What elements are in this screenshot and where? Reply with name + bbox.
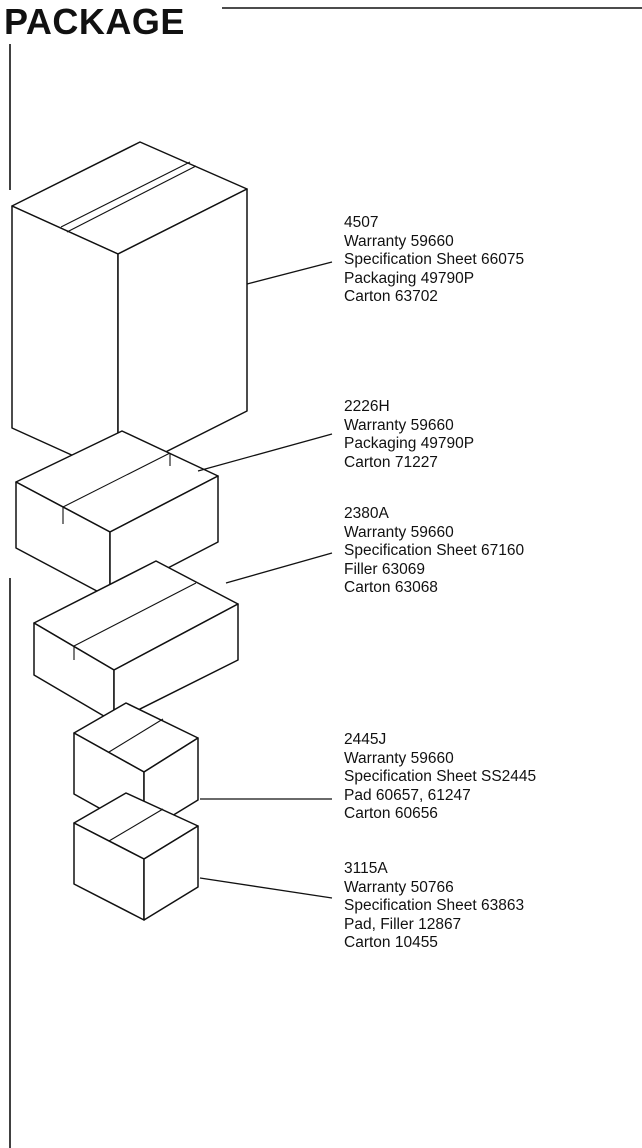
carton-2380a-tape [73,582,197,647]
callout-line: Specification Sheet 67160 [344,542,525,560]
carton-2380a-side [113,603,239,723]
callout-2226h: 2226H Warranty 59660 Packaging 49790P Ca… [344,398,474,472]
callout-line: Specification Sheet SS2445 [344,768,537,786]
carton-4507-front [11,205,119,477]
callout-line: Packaging 49790P [344,435,475,453]
leader-4507 [246,261,333,285]
callout-line: Carton 60656 [344,805,438,823]
carton-2226h [15,430,219,599]
callout-line: Packaging 49790P [344,269,475,287]
callout-line: Warranty 50766 [344,878,454,896]
leader-2380a [225,552,333,584]
carton-4507 [11,141,248,477]
page-title: PACKAGE [4,1,185,42]
carton-2380a [33,560,239,723]
leader-3115a [199,877,333,899]
carton-4507-tape-edge [60,161,191,228]
callout-line: Specification Sheet 63863 [344,897,525,915]
callout-line: Carton 63068 [344,579,438,597]
callout-line: Warranty 59660 [344,416,454,434]
carton-3115a-tape [108,808,164,842]
carton-2226h-tape [62,452,171,508]
callout-line: Warranty 59660 [344,523,454,541]
callout-model: 3115A [344,860,388,877]
callout-model: 4507 [344,214,379,231]
callout-2380a: 2380A Warranty 59660 Specification Sheet… [344,505,524,598]
callout-line: Warranty 59660 [344,749,454,767]
callout-line: Carton 10455 [344,934,438,952]
callout-2445j: 2445J Warranty 59660 Specification Sheet… [344,731,536,824]
callout-line: Filler 63069 [344,560,425,578]
carton-3115a [73,792,199,921]
callout-line: Pad, Filler 12867 [344,915,462,933]
callout-3115a: 3115A Warranty 50766 Specification Sheet… [344,860,524,953]
carton-3115a-side [143,825,199,921]
leader-2226h [197,433,333,472]
carton-4507-tape [66,165,197,233]
callout-line: Pad 60657, 61247 [344,786,471,804]
callout-line: Carton 63702 [344,288,438,306]
callout-line: Warranty 59660 [344,232,454,250]
callout-model: 2380A [344,505,389,522]
callout-model: 2445J [344,731,387,748]
carton-4507-side [117,188,248,477]
callout-line: Specification Sheet 66075 [344,251,525,269]
callout-4507: 4507 Warranty 59660 Specification Sheet … [344,214,524,307]
callout-line: Carton 71227 [344,453,438,471]
carton-2445j-tape [108,718,164,753]
carton-2226h-side [109,475,219,599]
callout-model: 2226H [344,398,390,415]
